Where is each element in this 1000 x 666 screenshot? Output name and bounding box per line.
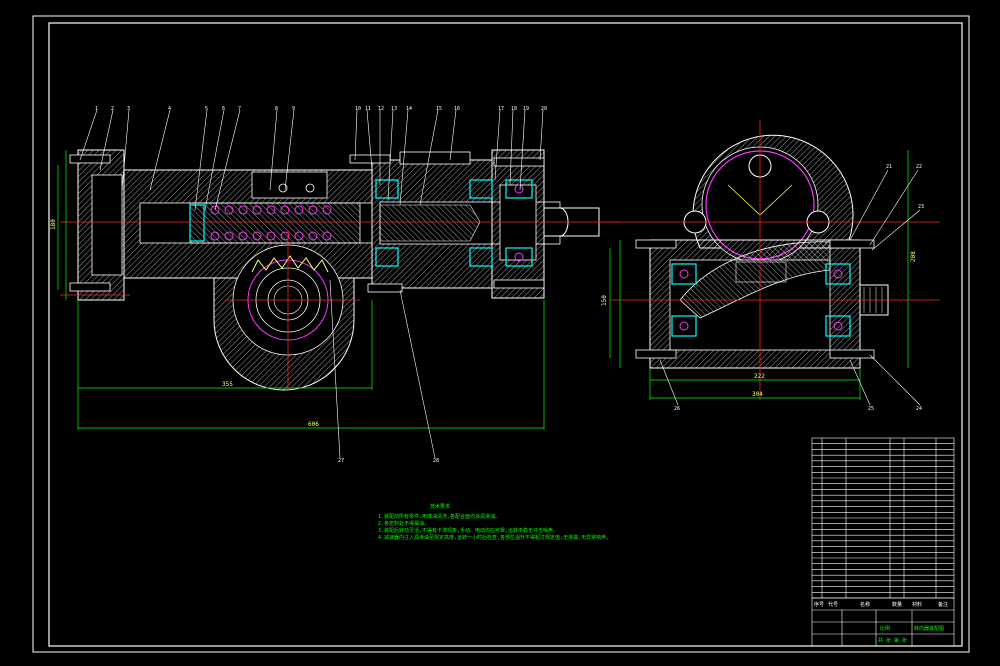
balloon-13: 13 — [391, 106, 397, 112]
tech-note-3: 3.装配后转动灵活,不得有卡滞现象,手动、电动均应可靠,运转平稳无冲击噪声。 — [378, 527, 558, 534]
technical-requirements: 技术要求 1.装配前所有零件,用煤油清洗,各配合面均涂润滑油。 2.各密封处不得… — [378, 503, 611, 541]
balloon-21: 21 — [886, 164, 892, 170]
side-view: 304 222 208 150 21 22 23 24 25 26 — [600, 120, 940, 412]
header-material: 材料 — [912, 601, 922, 608]
tech-note-4: 4.减速器内注入润滑油至规定高度,运转一小时后检查,各部位温升不得超过规定值,无… — [378, 534, 611, 541]
balloon-17: 17 — [498, 106, 504, 112]
header-qty: 数量 — [892, 601, 902, 608]
bolts-front — [69, 154, 545, 293]
balloon-20: 20 — [541, 106, 547, 112]
sheet-label: 共 张 第 张 — [878, 637, 907, 644]
ball-row — [210, 205, 332, 241]
dim-front-body: 355 — [222, 381, 233, 388]
balloon-16: 16 — [454, 106, 460, 112]
dim-front-height: 180 — [50, 219, 57, 230]
title-block — [811, 597, 955, 647]
bolts-side — [635, 239, 875, 359]
balloons-top: 1 2 3 4 5 6 7 8 9 10 11 12 13 14 15 16 1… — [95, 106, 547, 464]
balloon-28: 28 — [433, 458, 439, 464]
scale-label: 比例 — [880, 625, 890, 632]
tech-note-2: 2.各密封处不得漏油。 — [378, 520, 429, 527]
dim-side-height: 208 — [910, 251, 917, 262]
header-remark: 备注 — [938, 601, 948, 608]
balloon-2: 2 — [111, 106, 114, 112]
balloon-25: 25 — [868, 406, 874, 412]
header-no: 序号 — [814, 601, 824, 608]
balloon-15: 15 — [436, 106, 442, 112]
balloon-3: 3 — [127, 106, 130, 112]
balloon-22: 22 — [916, 164, 922, 170]
balloon-10: 10 — [355, 106, 361, 112]
balloon-7: 7 — [238, 106, 241, 112]
balloon-9: 9 — [292, 106, 295, 112]
tech-notes-title: 技术要求 — [430, 503, 450, 510]
balloon-27: 27 — [338, 458, 344, 464]
dim-side-inner: 222 — [754, 373, 765, 380]
header-code: 代号 — [828, 601, 838, 608]
parts-list — [811, 437, 955, 599]
front-view: 355 606 180 — [50, 109, 620, 459]
balloon-6: 6 — [222, 106, 225, 112]
balloon-23: 23 — [918, 204, 924, 210]
balloon-24: 24 — [916, 406, 922, 412]
bearings-front — [375, 179, 533, 267]
header-name: 名称 — [860, 601, 870, 608]
tech-note-1: 1.装配前所有零件,用煤油清洗,各配合面均涂润滑油。 — [378, 513, 500, 520]
outer-frame — [32, 15, 970, 653]
balloon-12: 12 — [378, 106, 384, 112]
balloon-5: 5 — [205, 106, 208, 112]
dim-side-height-inner: 150 — [601, 295, 608, 306]
inner-frame — [48, 22, 963, 647]
balloon-1: 1 — [95, 106, 98, 112]
balloon-14: 14 — [406, 106, 412, 112]
drawing-name: 转向器装配图 — [914, 625, 944, 632]
balloon-26: 26 — [674, 406, 680, 412]
balloon-11: 11 — [365, 106, 371, 112]
side-dimensions — [609, 150, 909, 400]
balloon-8: 8 — [275, 106, 278, 112]
balloon-4: 4 — [168, 106, 171, 112]
dim-front-total: 606 — [308, 421, 319, 428]
balloon-18: 18 — [511, 106, 517, 112]
dim-side-total: 304 — [752, 391, 763, 398]
balloon-19: 19 — [523, 106, 529, 112]
bearings-side — [671, 263, 851, 337]
front-dimensions — [57, 150, 545, 430]
